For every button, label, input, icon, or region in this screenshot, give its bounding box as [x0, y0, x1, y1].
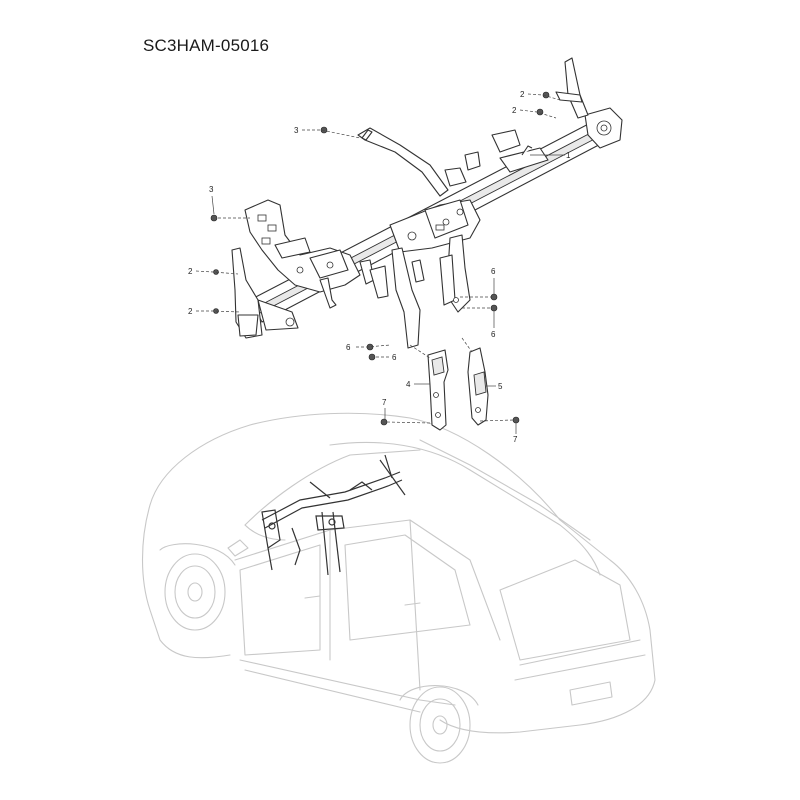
screw-icon	[210, 126, 328, 222]
callout-2-top-a: 2	[520, 90, 525, 99]
callout-6-left-a: 6	[346, 343, 351, 352]
leader-lines	[195, 93, 565, 434]
nut-icon	[366, 293, 498, 361]
vehicle-outline	[142, 412, 656, 764]
callout-4: 4	[406, 380, 411, 389]
callout-2-top-b: 2	[512, 106, 517, 115]
diagram-title: SC3HAM-05016	[143, 36, 270, 55]
callout-3-top: 3	[294, 126, 299, 135]
callout-6-right-b: 6	[491, 330, 496, 339]
callout-6-right-a: 6	[491, 267, 496, 276]
rivet-icon	[380, 416, 520, 426]
callout-2-left-a: 2	[188, 267, 193, 276]
callout-7-right: 7	[513, 435, 518, 444]
callout-labels: 1 2 2 2 2 3 3 4 5 6 6 6 6 7 7	[188, 90, 571, 444]
lower-brace-right	[467, 347, 489, 426]
cross-car-beam	[231, 57, 623, 349]
inset-beam	[261, 454, 406, 576]
lower-brace-left	[427, 349, 449, 431]
callout-2-left-b: 2	[188, 307, 193, 316]
callout-6-left-b: 6	[392, 353, 397, 362]
callout-7-left: 7	[382, 398, 387, 407]
callout-3-left: 3	[209, 185, 214, 194]
callout-1: 1	[566, 151, 571, 160]
callout-5: 5	[498, 382, 503, 391]
